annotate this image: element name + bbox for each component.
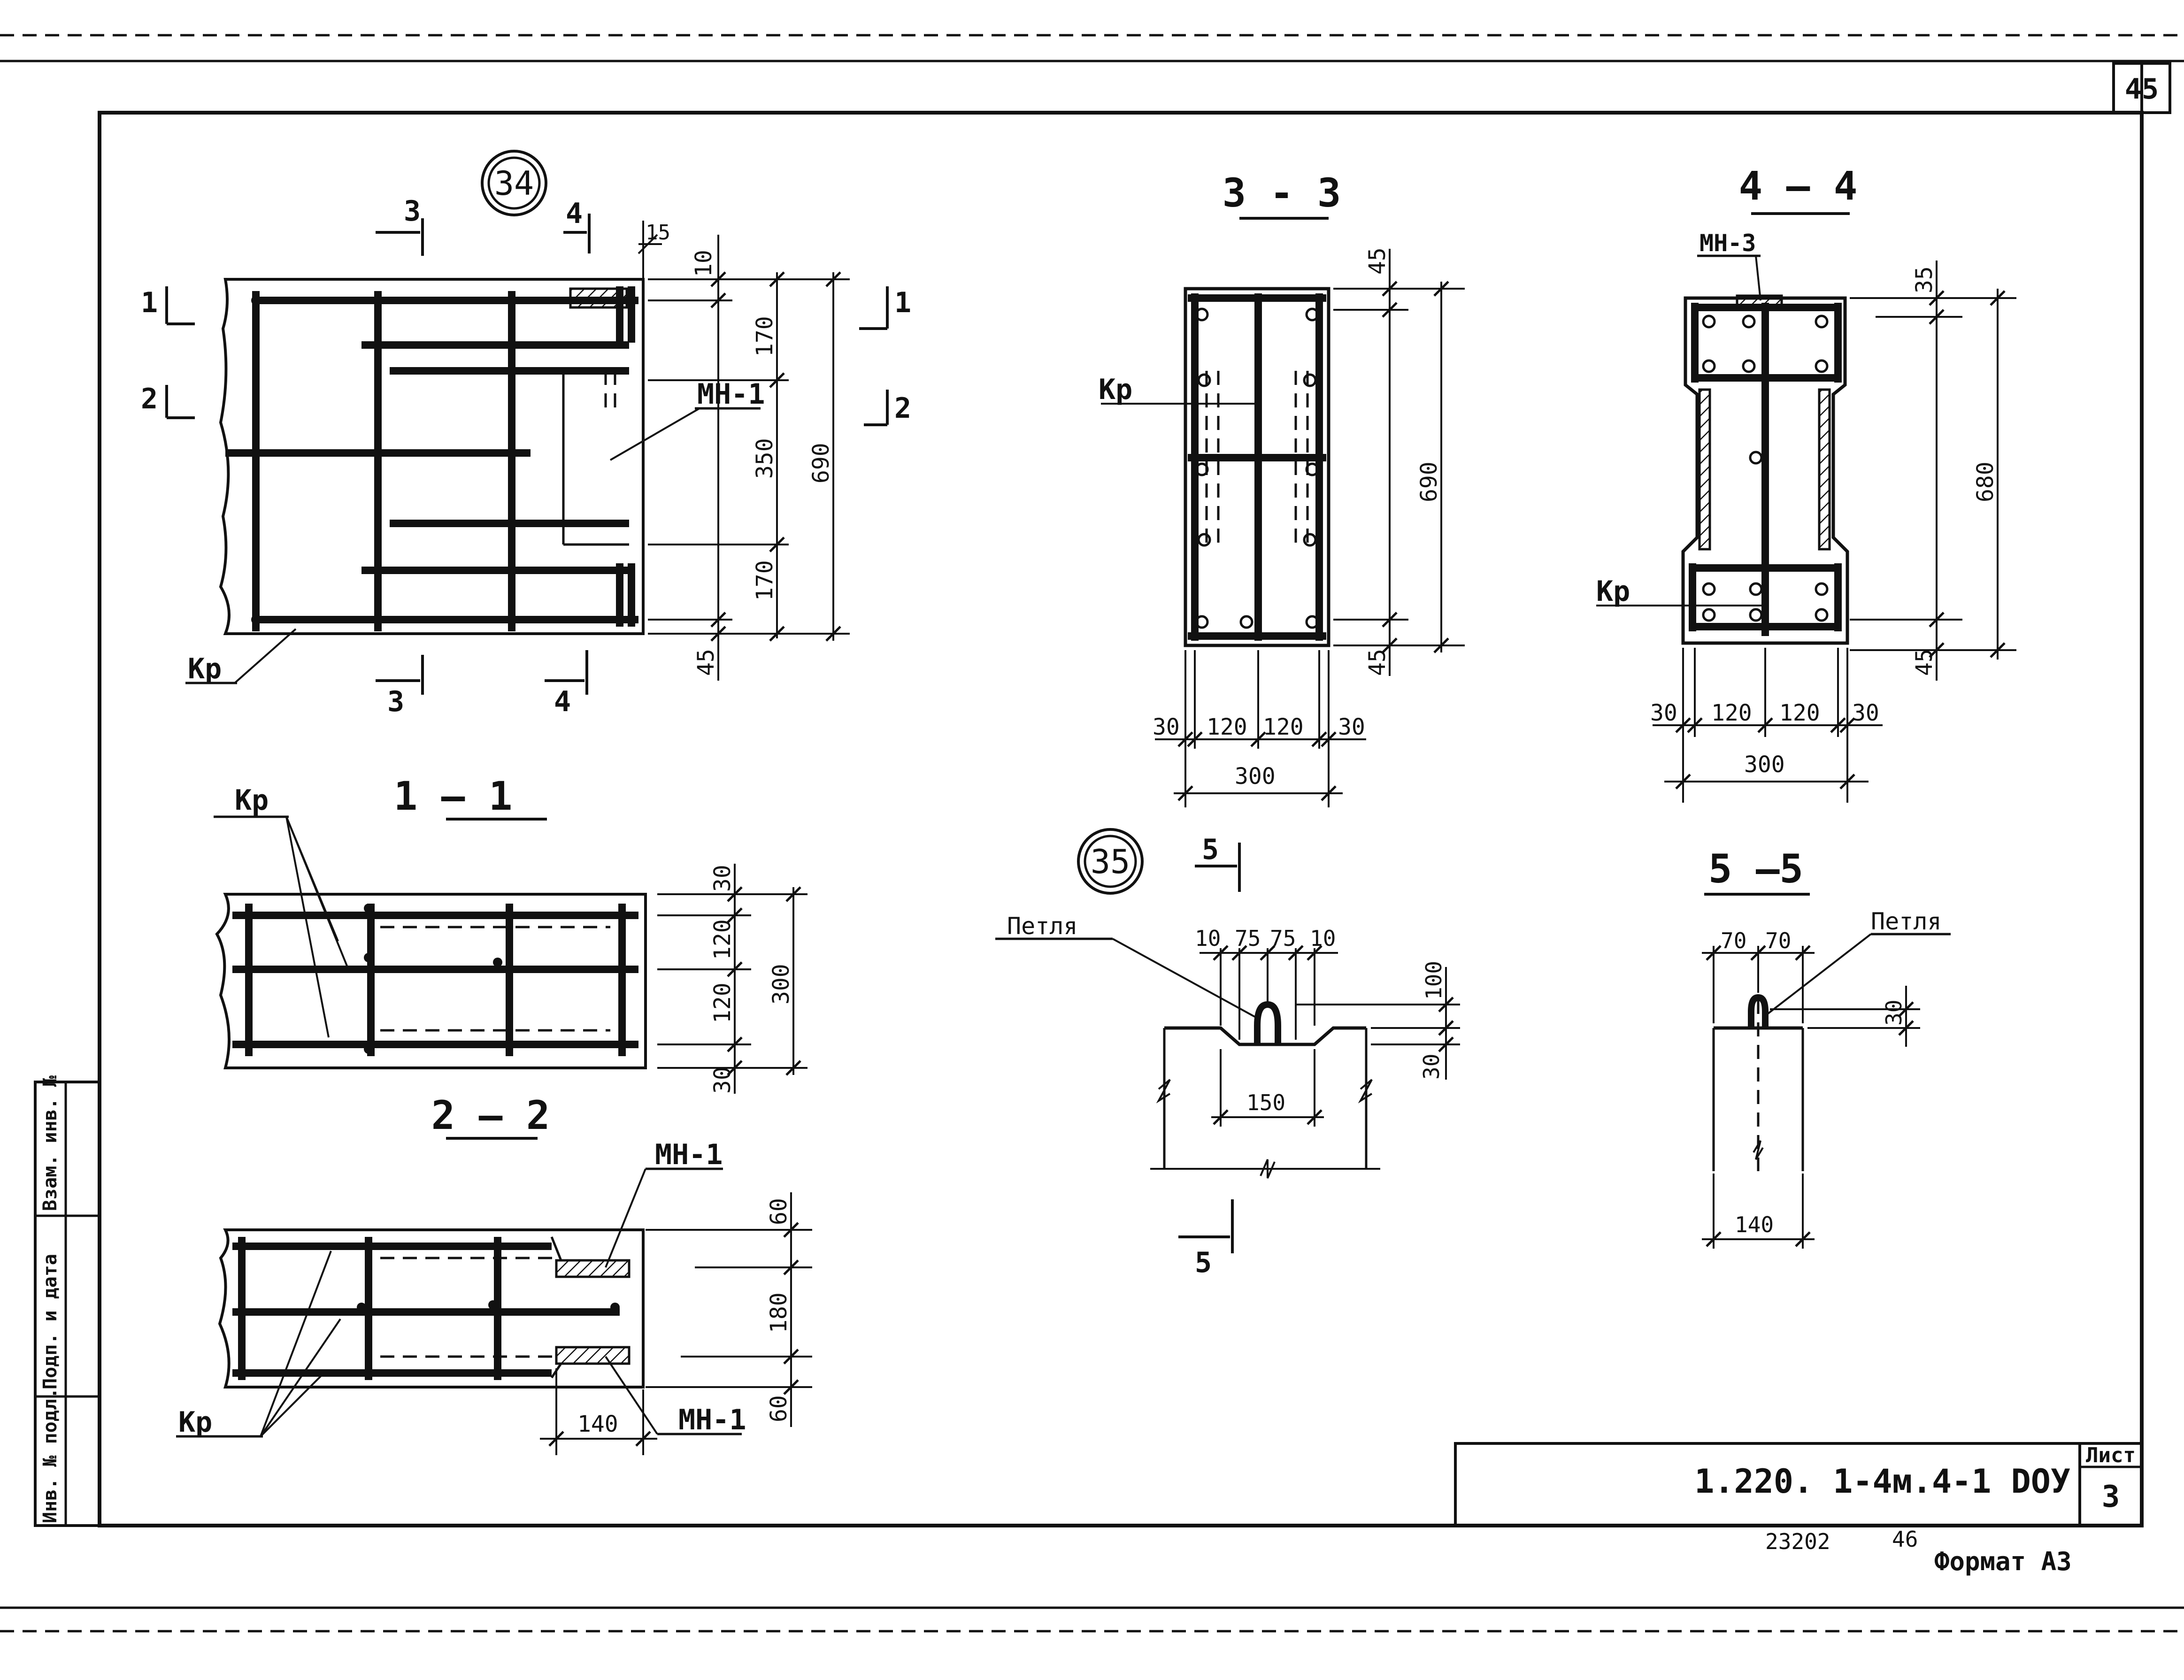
dim-45-plan: 45	[693, 649, 719, 676]
dim-30-55: 30	[1881, 1000, 1907, 1026]
dim-10-35-right: 10	[1310, 926, 1336, 951]
page-number: 45	[2125, 73, 2159, 106]
dim-70-55-a: 70	[1721, 928, 1746, 953]
section-4-4: 4 — 4 МН-3 Кр	[1596, 163, 2016, 803]
dim-30-1-1-top: 30	[709, 865, 736, 892]
label-mn1-2-2-bottom: МН-1	[678, 1404, 746, 1436]
label-kr-2-2: Кр	[178, 1406, 212, 1439]
copy-number: 46	[1892, 1527, 1918, 1552]
dim-680-4-4: 680	[1972, 461, 1999, 502]
cut-2-left: 2	[141, 383, 158, 415]
dim-75-35-b: 75	[1270, 926, 1296, 951]
drawing-34-plan: 34 3	[141, 150, 911, 718]
mark-34: 34	[494, 164, 534, 203]
cut-5-bottom: 5	[1195, 1246, 1212, 1279]
dim-150-35: 150	[1246, 1090, 1285, 1115]
label-kr-plan: Кр	[188, 652, 222, 685]
section-5-5: 5 —5 Петля 70 70 30	[1702, 846, 1951, 1249]
dim-120-4-4-b: 120	[1779, 700, 1820, 726]
dim-140-2-2: 140	[577, 1411, 618, 1437]
dim-120-3-3-a: 120	[1207, 714, 1247, 740]
dim-100-35: 100	[1421, 961, 1446, 1000]
cut-2-right: 2	[894, 392, 911, 425]
dim-30-4-4-right: 30	[1852, 700, 1879, 726]
dim-300-3-3: 300	[1235, 763, 1276, 790]
dim-35-4-4: 35	[1911, 266, 1938, 293]
dim-140-55: 140	[1735, 1212, 1774, 1237]
dim-690-3-3: 690	[1416, 461, 1442, 502]
label-kr-3-3: Кр	[1099, 373, 1132, 406]
dim-180-2-2: 180	[766, 1292, 792, 1333]
mark-35: 35	[1091, 843, 1130, 881]
title-block: 1.220. 1-4м.4-1 DOУ Лист 3 23202 46 Форм…	[1454, 1442, 2143, 1576]
dim-30-35: 30	[1419, 1054, 1444, 1080]
cut-5-top: 5	[1202, 833, 1219, 866]
sheet-label: Лист	[2086, 1443, 2136, 1467]
dim-45-4-4: 45	[1911, 649, 1938, 676]
label-loop-55: Петля	[1871, 908, 1942, 935]
label-mn1-2-2-top: МН-1	[655, 1138, 723, 1171]
dim-70-55-b: 70	[1765, 928, 1791, 953]
sheet-code: 1.220. 1-4м.4-1 DOУ	[1694, 1462, 2070, 1501]
dim-60-2-2-bottom: 60	[766, 1395, 792, 1422]
dim-30-3-3-right: 30	[1338, 714, 1365, 740]
dim-30-3-3-left: 30	[1153, 714, 1180, 740]
dim-45-3-3-top: 45	[1364, 247, 1391, 275]
label-mn1-plan: МН-1	[697, 378, 765, 411]
dim-60-2-2-top: 60	[766, 1198, 792, 1225]
label-loop-35: Петля	[1007, 913, 1078, 940]
dim-120-3-3-b: 120	[1263, 714, 1304, 740]
stamp-podp-data: Подп. и дата	[39, 1254, 61, 1389]
archive-number: 23202	[1765, 1529, 1830, 1554]
dim-30-4-4-left: 30	[1650, 700, 1677, 726]
dim-120-4-4-a: 120	[1711, 700, 1752, 726]
dim-45-3-3-bottom: 45	[1364, 649, 1391, 676]
label-mn3-4-4: МН-3	[1700, 230, 1756, 257]
label-kr-4-4: Кр	[1596, 575, 1630, 608]
section-2-2: 2 — 2 МН-1 МН-1 Кр	[176, 1092, 812, 1455]
cut-3-bottom: 3	[387, 685, 404, 718]
dim-690-plan: 690	[808, 443, 834, 483]
dim-170-top: 170	[752, 316, 778, 357]
dim-10-plan: 10	[691, 250, 717, 277]
side-stamp: Инв. № подл. Подп. и дата Взам. инв. №	[34, 1075, 101, 1527]
dim-300-1-1: 300	[768, 964, 794, 1005]
cut-4-bottom: 4	[554, 685, 571, 718]
dim-75-35-a: 75	[1235, 926, 1261, 951]
dim-300-4-4: 300	[1744, 752, 1785, 778]
cut-3-top: 3	[404, 195, 421, 228]
dim-120-1-1-a: 120	[709, 919, 736, 960]
dim-15: 15	[646, 221, 670, 245]
section-5-5-title: 5 —5	[1708, 846, 1803, 892]
sheet-frame: 45	[0, 34, 2184, 1633]
paper-format: Формат А3	[1934, 1547, 2072, 1576]
dim-10-35-left: 10	[1195, 926, 1221, 951]
section-3-3-title: 3 - 3	[1223, 170, 1341, 216]
drawing-35-loop: 35 5 5 Петля 10	[995, 828, 1460, 1279]
dim-30-1-1-bottom: 30	[709, 1066, 736, 1094]
cut-1-left: 1	[141, 286, 158, 319]
section-1-1: 1 — 1 Кр	[214, 773, 807, 1094]
label-kr-1-1: Кр	[235, 784, 269, 817]
cut-1-right: 1	[894, 286, 911, 319]
section-3-3: 3 - 3 Кр	[1099, 170, 1465, 807]
dim-350: 350	[752, 438, 778, 479]
sheet-number: 3	[2102, 1480, 2120, 1514]
stamp-vzam-inv: Взам. инв. №	[39, 1075, 61, 1211]
section-4-4-title: 4 — 4	[1739, 163, 1858, 209]
dim-120-1-1-b: 120	[709, 982, 736, 1023]
stamp-inv-podl: Инв. № подл.	[39, 1388, 61, 1523]
section-2-2-title: 2 — 2	[431, 1092, 550, 1138]
section-1-1-title: 1 — 1	[394, 773, 513, 819]
cut-4-top: 4	[566, 197, 583, 230]
dim-170-bottom: 170	[752, 560, 778, 601]
